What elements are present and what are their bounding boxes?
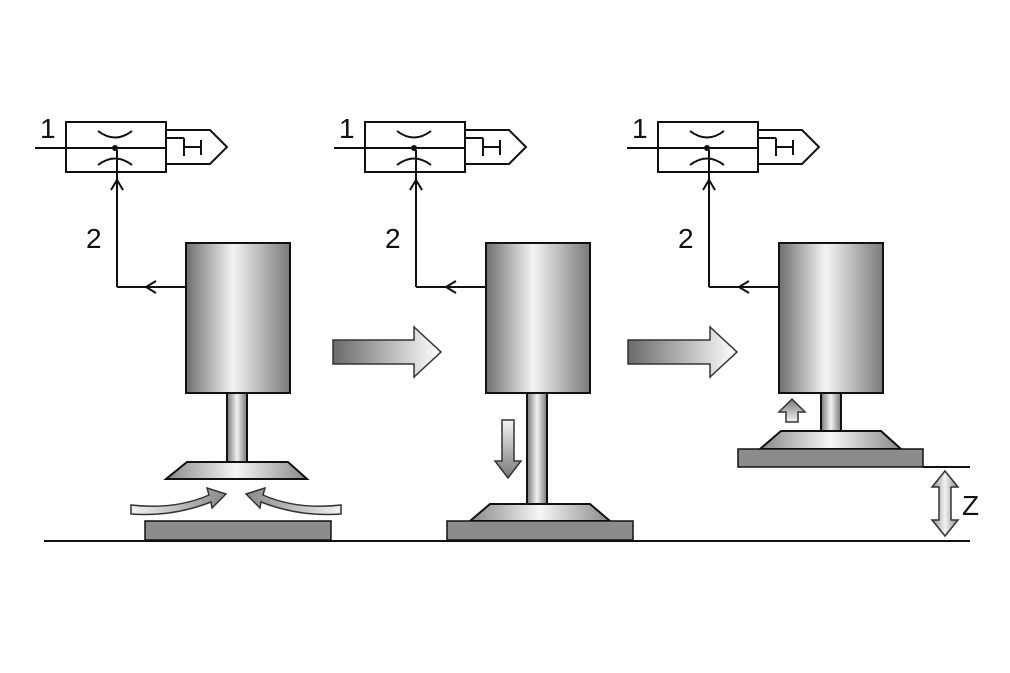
- suction-cup: [163, 461, 310, 480]
- vacuum-ejector-icon: [334, 121, 528, 173]
- suction-cup: [467, 503, 613, 522]
- airflow-arrow-icon: [244, 486, 342, 516]
- vacuum-ejector-icon: [627, 121, 821, 173]
- process-step-arrow-icon: [332, 325, 443, 379]
- cylinder-body: [185, 242, 291, 394]
- vacuum-ejector-icon: [35, 121, 229, 173]
- suction-cup: [757, 430, 904, 450]
- z-lift-label: Z: [962, 490, 979, 521]
- cylinder-body: [778, 242, 884, 394]
- workpiece-plate: [446, 520, 634, 541]
- station-2-place: 1 2: [334, 113, 634, 541]
- vacuum-line: [409, 150, 486, 294]
- down-arrow-icon: [493, 419, 523, 480]
- up-arrow-icon: [777, 397, 807, 423]
- station-1-pick: 1 2: [35, 113, 342, 541]
- station-3-lift: 1 2: [627, 113, 970, 468]
- double-arrow-icon: [930, 469, 960, 538]
- port-2-label: 2: [86, 223, 102, 254]
- port-1-label: 1: [339, 113, 355, 144]
- vacuum-line: [110, 150, 186, 294]
- port-2-label: 2: [678, 223, 694, 254]
- piston-rod: [820, 392, 842, 432]
- cylinder-body: [485, 242, 591, 394]
- workpiece-plate: [144, 520, 332, 541]
- port-2-label: 2: [385, 223, 401, 254]
- vacuum-line: [702, 150, 779, 294]
- workpiece-plate: [737, 448, 924, 468]
- piston-rod: [226, 392, 248, 464]
- process-step-arrow-icon: [627, 325, 739, 379]
- airflow-arrow-icon: [130, 486, 228, 516]
- piston-rod: [526, 392, 548, 505]
- port-1-label: 1: [40, 113, 56, 144]
- port-1-label: 1: [632, 113, 648, 144]
